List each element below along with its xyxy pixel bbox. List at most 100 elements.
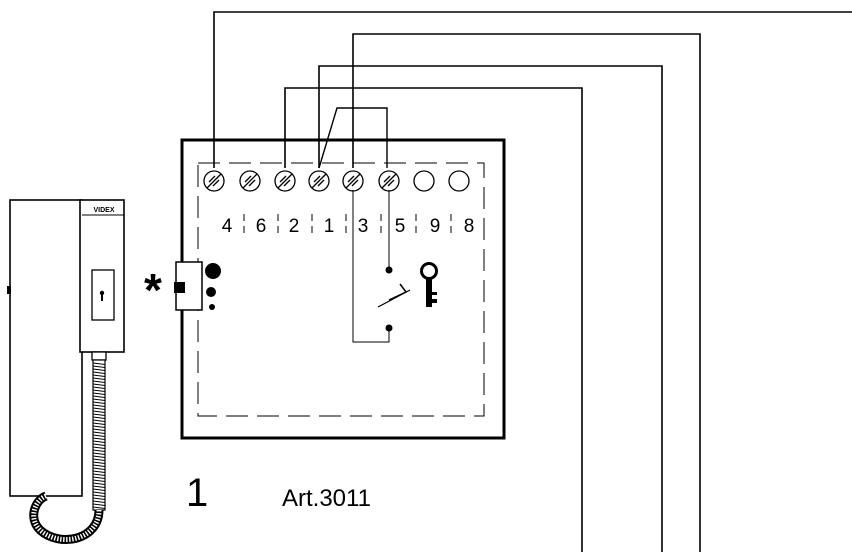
jumper-wire-1-5 — [318, 107, 388, 169]
handset-key-icon-bow — [99, 290, 105, 296]
jack-large — [205, 263, 221, 279]
jack-medium — [206, 287, 216, 297]
cord-coil-turn — [92, 482, 106, 485]
field-wires — [213, 11, 852, 552]
cord-coil-turn — [92, 431, 106, 434]
handset-base — [9, 199, 83, 497]
cord-coil-turn — [92, 392, 106, 395]
terminal-screw-8 — [448, 170, 470, 192]
key-icon-bow — [420, 262, 438, 280]
cord-coil-turn — [92, 491, 106, 494]
figure-number: 1 — [186, 471, 208, 515]
cord-coil-turn — [92, 383, 106, 386]
switch-contact-bottom — [385, 324, 393, 332]
cord-coil-turn — [92, 449, 106, 452]
cord-coil-turn — [92, 506, 106, 509]
terminal-label-5: 5 — [395, 216, 406, 237]
terminal-labels: 4 6 2 1 3 5 9 8 — [222, 216, 475, 237]
door-release-switch-lever — [377, 289, 411, 308]
handset-key-icon-shaft — [101, 295, 103, 301]
cord-coil-turn — [92, 419, 106, 422]
terminal-screw-1-slot3 — [317, 179, 325, 187]
terminal-screw-5-slot — [381, 173, 397, 189]
cord-coil-turn — [92, 407, 106, 410]
cord-coil-turn — [92, 452, 106, 455]
cord-coil-turn — [92, 443, 106, 446]
terminal-screw-4-slot2 — [208, 175, 216, 183]
terminal-screw-3-slot2 — [347, 175, 355, 183]
wire-terminal-4 — [213, 11, 852, 168]
cord-coil-turn — [92, 362, 106, 365]
intercom-unit: 4 6 2 1 3 5 9 8 — [174, 107, 506, 440]
cord-coil-turn — [92, 458, 106, 461]
terminal-screw-4-slot — [206, 173, 222, 189]
terminal-label-9: 9 — [430, 216, 441, 237]
terminal-screw-3-slot — [345, 173, 361, 189]
cord-coil-turn — [92, 455, 106, 458]
cord-coil-turn — [92, 401, 106, 404]
terminal-screw-9 — [413, 170, 435, 192]
switch-contact-top — [385, 266, 393, 274]
wire-terminal-2 — [284, 87, 583, 552]
terminal-block — [203, 170, 470, 192]
cord-coil-loop-turns — [31, 493, 102, 542]
cord-coil-turn — [92, 428, 106, 431]
cord-coil-turn — [92, 365, 106, 368]
cord-coil-turn — [92, 437, 106, 440]
key-icon-bit-2 — [432, 299, 437, 303]
cord-coil-turn — [92, 485, 106, 488]
unit-inner-dashed-outline — [197, 162, 485, 417]
terminal-label-1: 1 — [324, 216, 335, 237]
terminal-screw-5-slot2 — [383, 175, 391, 183]
key-icon-shaft — [426, 278, 432, 307]
handset-key-icon — [99, 290, 105, 301]
cord-coil-turn — [92, 416, 106, 419]
cord-coil-turn — [92, 440, 106, 443]
handset-side-detail — [7, 286, 11, 294]
handset-brand-logo: VIDEX — [93, 207, 114, 214]
asterisk-marker: * — [144, 264, 162, 316]
cord-coil-turn — [92, 413, 106, 416]
cord-coil-turn — [92, 422, 106, 425]
handset: VIDEX — [7, 199, 125, 544]
wire-terminal-3 — [352, 33, 701, 552]
terminal-label-8: 8 — [464, 216, 475, 237]
cord-coil-turn — [92, 371, 106, 374]
cord-coil-turn — [92, 380, 106, 383]
terminal-screw-1-slot — [311, 173, 327, 189]
terminal-screw-5-slot3 — [387, 179, 395, 187]
cord-coil-turn — [92, 377, 106, 380]
cord-coil-turn — [92, 446, 106, 449]
cord-coil-turn — [92, 425, 106, 428]
terminal-screw-2-slot — [277, 173, 293, 189]
terminal-screw-6-slot3 — [248, 179, 256, 187]
terminal-label-3: 3 — [358, 216, 369, 237]
cord-coil-turn — [92, 470, 106, 473]
terminal-screw-6-slot2 — [244, 175, 252, 183]
door-release-switch — [388, 283, 408, 301]
cord-coil-turn — [92, 410, 106, 413]
jack-small — [209, 304, 215, 310]
terminal-screw-2-slot3 — [283, 179, 291, 187]
cord-coil-turn — [92, 494, 106, 497]
cord-coil-turn — [92, 374, 106, 377]
cord-coil-turn — [92, 389, 106, 392]
cord-coil-turn — [92, 461, 106, 464]
terminal-screw-2-slot2 — [279, 175, 287, 183]
cord-coil-turn — [92, 488, 106, 491]
cord-coil-turn — [92, 464, 106, 467]
cord-coil-turn — [92, 476, 106, 479]
cord-coil-turn — [92, 398, 106, 401]
key-icon-bit-1 — [432, 292, 437, 295]
handset-cord-connector — [91, 351, 107, 361]
cord-coil-turn — [92, 368, 106, 371]
terminal-screw-4-slot3 — [212, 179, 220, 187]
cord-coil-turn — [92, 479, 106, 482]
connector-plug — [174, 282, 185, 293]
door-release-loop — [352, 190, 390, 343]
handset-coiled-cord — [29, 359, 106, 544]
cord-coil-turn — [92, 503, 106, 506]
cord-coil-turn — [92, 497, 106, 500]
key-icon — [420, 262, 438, 307]
